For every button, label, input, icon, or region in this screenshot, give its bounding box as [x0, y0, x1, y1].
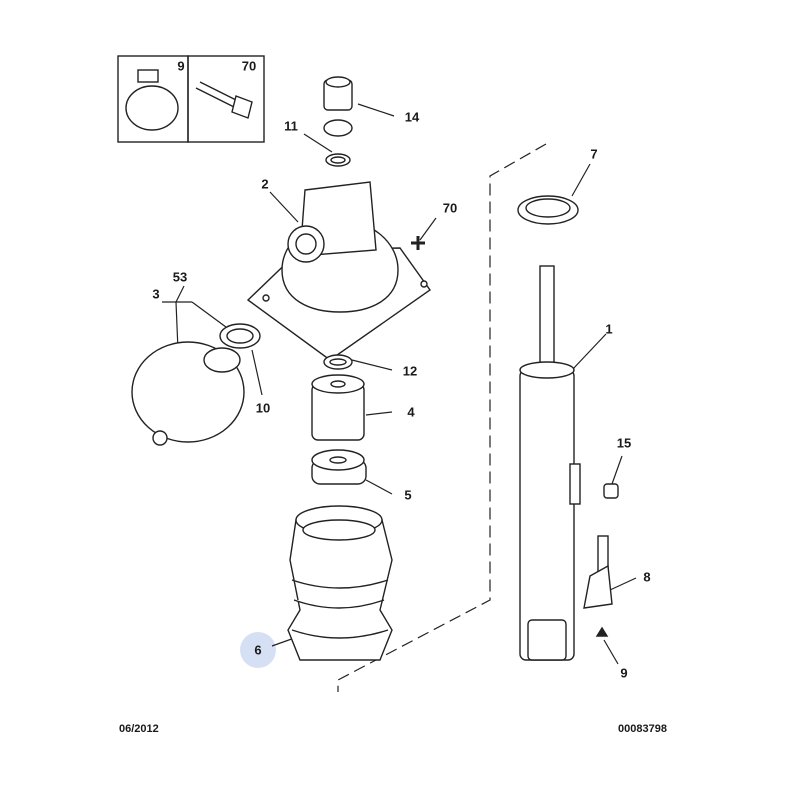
callout-11[interactable]: 11 — [284, 118, 298, 134]
clip-icon — [125, 85, 179, 131]
inset-label-70: 70 — [241, 58, 257, 74]
cup-5 — [311, 449, 367, 485]
footer-date: 06/2012 — [119, 723, 159, 735]
callout-5[interactable]: 5 — [404, 487, 412, 503]
footer-reference: 00083798 — [618, 723, 667, 735]
callout-1[interactable]: 1 — [605, 321, 613, 337]
callout-2[interactable]: 2 — [261, 176, 269, 192]
clip-15 — [603, 483, 619, 499]
sphere-3 — [131, 323, 261, 446]
callout-8[interactable]: 8 — [643, 569, 651, 585]
assembly-dash-lines — [337, 143, 547, 692]
gaiter-6 — [287, 505, 393, 661]
leader-lines — [162, 103, 637, 665]
plus-icon — [411, 236, 425, 250]
seal-7 — [517, 195, 579, 225]
callout-10[interactable]: 10 — [255, 400, 271, 416]
bump-stop-4 — [311, 374, 365, 441]
callout-70[interactable]: 70 — [442, 200, 458, 216]
inset-label-9: 9 — [177, 58, 185, 74]
washer-11 — [323, 119, 353, 167]
callout-12[interactable]: 12 — [402, 363, 418, 379]
screw-icon — [195, 81, 253, 119]
washer-12 — [323, 354, 353, 370]
mount-2 — [246, 181, 431, 361]
callout-7[interactable]: 7 — [590, 146, 598, 162]
callout-3[interactable]: 3 — [152, 286, 160, 302]
arrow-9-icon — [595, 626, 609, 637]
callout-9[interactable]: 9 — [620, 665, 628, 681]
highlighted-part-marker[interactable] — [240, 632, 276, 668]
callout-15[interactable]: 15 — [616, 435, 632, 451]
strut-1 — [519, 265, 581, 661]
sensor-8 — [583, 535, 613, 609]
callout-6[interactable]: 6 — [254, 642, 262, 658]
callout-4[interactable]: 4 — [407, 404, 415, 420]
inset-box-screw — [187, 55, 265, 143]
callout-53[interactable]: 53 — [172, 269, 188, 285]
callout-14[interactable]: 14 — [404, 109, 420, 125]
nut-14 — [323, 76, 353, 111]
